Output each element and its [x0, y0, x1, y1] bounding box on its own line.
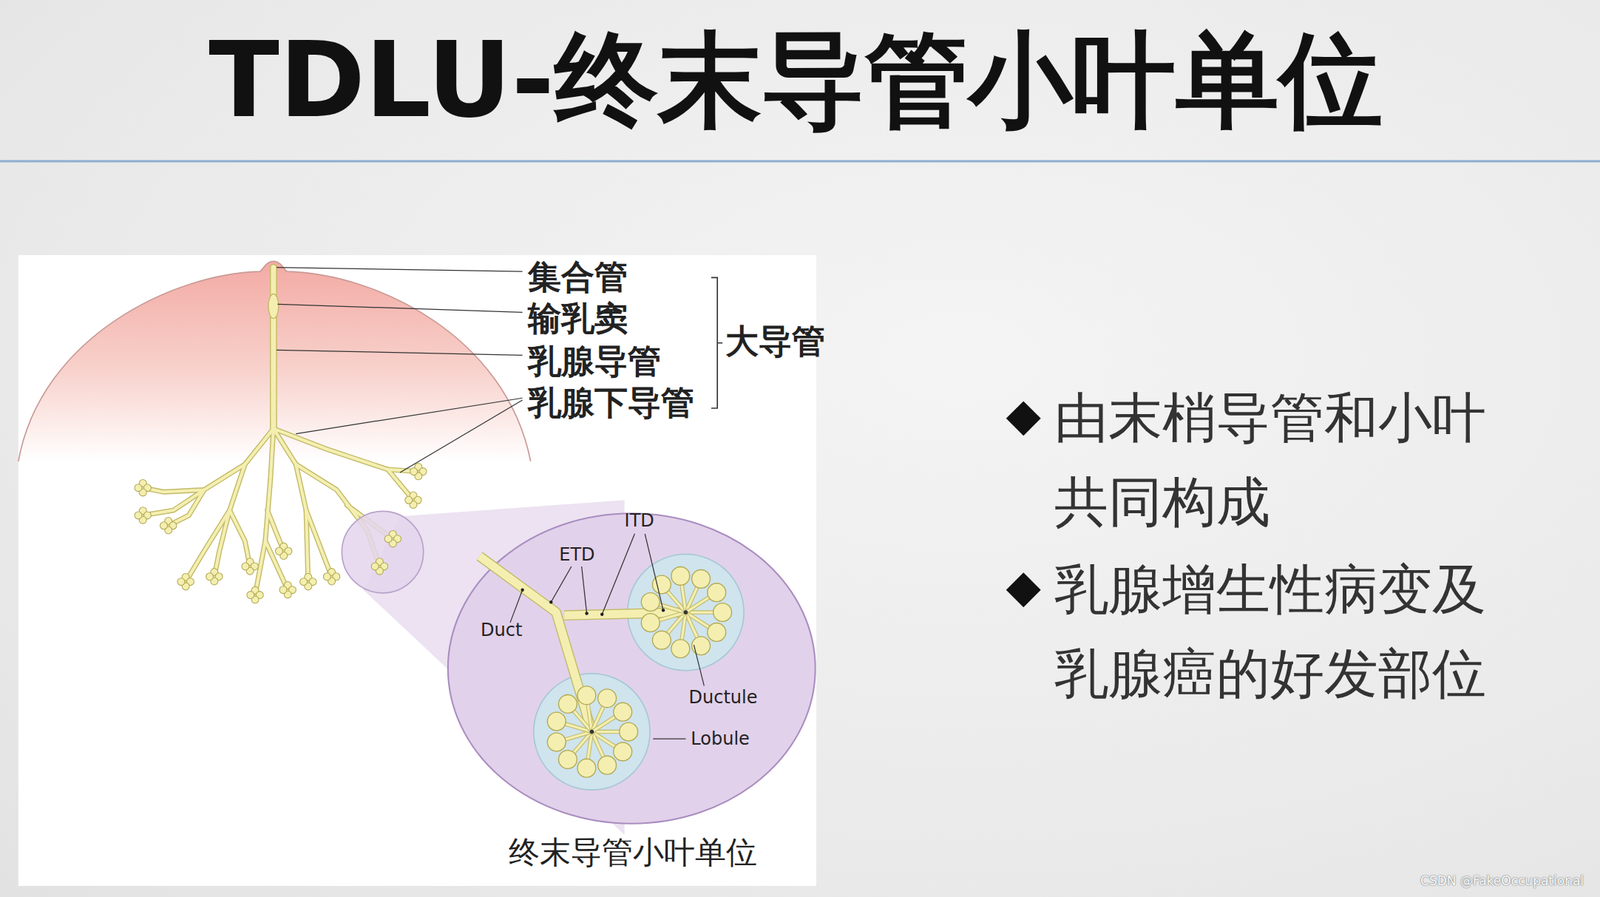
- duct: [564, 612, 686, 616]
- duct-outline: [142, 428, 274, 493]
- lobule-cluster: [371, 558, 388, 575]
- leader-lines: [276, 267, 704, 740]
- zoom-circle: [448, 513, 816, 824]
- lobule-cluster: [300, 573, 317, 590]
- slide-title: TDLU-终末导管小叶单位: [0, 20, 1596, 140]
- lobule-cluster: [410, 462, 427, 480]
- lobule-cluster: [177, 573, 194, 590]
- lobule-cluster: [279, 581, 296, 599]
- watermark: CSDN @FakeOccupational: [1420, 873, 1584, 888]
- duct-outline: [265, 540, 288, 590]
- duct: [270, 267, 276, 429]
- lobule-cluster: [323, 568, 340, 585]
- part-label: Lobule: [690, 728, 750, 750]
- lobule-cluster: [160, 517, 177, 534]
- duct: [168, 489, 205, 525]
- duct: [273, 428, 419, 472]
- figure-ground: [18, 255, 817, 886]
- lobule-cluster: [405, 491, 422, 508]
- duct: [306, 510, 332, 577]
- part-label: Duct: [480, 619, 522, 642]
- lobule-cluster: [241, 558, 259, 575]
- lobule-lower: [533, 673, 650, 790]
- part-label: 输乳窦: [527, 298, 628, 339]
- bullet-text: 由末梢导管和小叶共同构成: [1054, 375, 1506, 545]
- part-label: ETD: [558, 544, 595, 566]
- duct: [273, 428, 309, 582]
- acini: [641, 566, 732, 658]
- part-label: 乳腺下导管: [527, 382, 695, 423]
- duct: [479, 556, 593, 732]
- duct-outline: [255, 428, 274, 596]
- lobule-cluster: [134, 507, 151, 524]
- lobule-cluster: [134, 479, 151, 497]
- lobule-cluster: [275, 542, 292, 559]
- duct-outline: [306, 510, 332, 577]
- group-label: 大导管: [725, 321, 826, 362]
- duct-outline: [229, 510, 251, 567]
- bullet-diamond: [1006, 572, 1042, 608]
- zoom-marker: [341, 510, 423, 593]
- duct: [142, 428, 274, 493]
- part-label: Ductule: [689, 686, 758, 709]
- lobule-cluster: [206, 568, 223, 585]
- duct-outline: [269, 267, 278, 429]
- duct: [255, 428, 274, 596]
- bullet-text: 乳腺增生性病变及乳腺癌的好发部位: [1054, 547, 1506, 717]
- duct-outline: [479, 556, 593, 732]
- duct: [265, 540, 288, 590]
- acini: [547, 686, 638, 778]
- duct: [229, 510, 251, 567]
- lobule-cluster: [246, 586, 264, 603]
- part-label: 乳腺导管: [527, 341, 661, 382]
- bullet-diamond: [1006, 400, 1042, 436]
- lactiferous-sinus: [268, 293, 279, 318]
- duct-outline: [273, 428, 309, 582]
- leader-dots: [520, 587, 665, 616]
- title-rule: [0, 160, 1600, 163]
- lobule-cluster: [384, 530, 401, 548]
- bracket: [711, 277, 723, 409]
- part-label: 集合管: [527, 257, 628, 298]
- duct: [214, 510, 230, 577]
- figure-caption: 终末导管小叶单位: [508, 834, 758, 871]
- duct-outline: [564, 612, 686, 616]
- part-label: ITD: [624, 510, 655, 532]
